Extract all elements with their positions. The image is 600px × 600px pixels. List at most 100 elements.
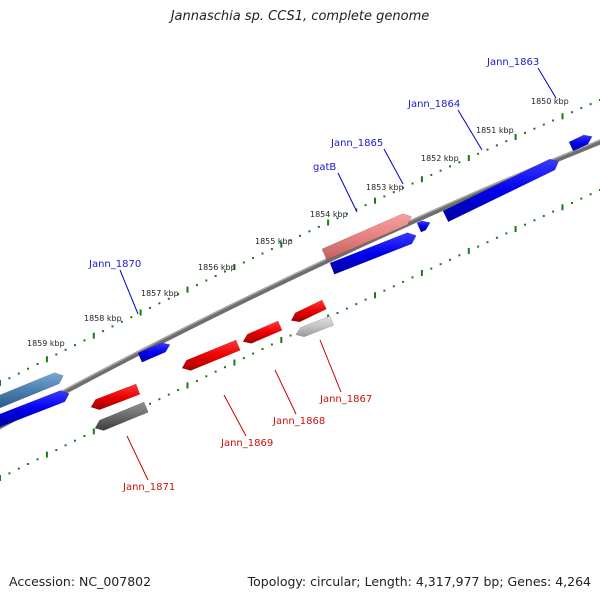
scale-tick-label: 1851 kbp <box>476 126 514 135</box>
outer-scale-tick <box>495 144 498 147</box>
scale-tick-label: 1856 kbp <box>198 263 236 272</box>
scale-tick-label: 1858 kbp <box>84 314 122 323</box>
outer-scale-tick <box>449 165 451 168</box>
inner-scale-tick <box>420 270 423 276</box>
outer-scale-tick <box>383 195 386 198</box>
outer-scale-tick <box>299 234 301 237</box>
inner-scale-tick <box>27 463 30 465</box>
gene-label-r6[interactable]: Jann_1871 <box>122 482 175 493</box>
inner-scale-tick <box>505 232 508 235</box>
inner-scale-tick <box>252 352 255 355</box>
outer-scale-tick <box>167 297 170 300</box>
inner-scale-tick <box>495 236 498 239</box>
inner-scale-tick <box>289 334 292 337</box>
outer-scale-tick <box>252 257 255 259</box>
outer-scale-tick <box>261 252 264 255</box>
reverse-gene-r6[interactable] <box>94 401 149 431</box>
inner-scale-tick <box>439 263 442 266</box>
forward-gene-g2[interactable] <box>442 158 559 223</box>
outer-scale-tick <box>177 293 180 296</box>
outer-scale-tick <box>561 113 564 120</box>
forward-gene-g4[interactable] <box>329 232 417 275</box>
outer-scale-tick <box>411 182 414 185</box>
inner-scale-tick <box>224 366 226 369</box>
inner-scale-tick <box>186 382 189 389</box>
outer-scale-tick <box>552 119 555 122</box>
outer-scale-tick <box>345 212 348 215</box>
inner-scale-tick <box>195 379 198 382</box>
inner-scale-tick <box>270 343 273 346</box>
outer-scale-tick <box>270 248 273 251</box>
label-leader-line <box>383 148 404 185</box>
outer-scale-tick <box>580 107 583 110</box>
inner-scale-tick <box>570 202 573 204</box>
label-leader-line <box>319 339 342 393</box>
inner-scale-tick <box>214 370 217 373</box>
outer-scale-tick <box>27 367 30 370</box>
inner-scale-tick <box>149 402 151 405</box>
scale-tick-label: 1859 kbp <box>27 339 65 348</box>
inner-scale-tick <box>345 307 348 310</box>
inner-scale-tick <box>392 285 395 288</box>
reverse-gene-r5[interactable] <box>90 383 141 411</box>
forward-gene-g8[interactable] <box>0 390 70 428</box>
outer-scale-tick <box>355 208 358 211</box>
gene-label-g3[interactable]: Jann_1865 <box>330 138 383 149</box>
outer-scale-tick <box>486 148 489 151</box>
outer-scale-tick <box>308 230 311 233</box>
inner-scale-tick <box>430 267 433 270</box>
reverse-gene-r3[interactable] <box>242 320 283 344</box>
outer-scale-tick <box>439 169 442 172</box>
outer-scale-tick <box>139 309 142 316</box>
inner-scale-tick <box>205 375 208 378</box>
outer-scale-tick <box>280 241 283 248</box>
forward-gene-g7[interactable] <box>0 372 64 409</box>
outer-scale-tick <box>374 197 376 204</box>
reverse-gene-r1[interactable] <box>295 315 334 338</box>
inner-scale-tick <box>17 467 20 470</box>
gene-label-r4[interactable]: Jann_1869 <box>220 438 273 449</box>
forward-gene-g1[interactable] <box>568 134 593 152</box>
scale-tick-label: 1853 kbp <box>366 183 404 192</box>
outer-scale-tick <box>477 152 480 155</box>
inner-scale-tick <box>83 435 86 437</box>
outer-scale-tick <box>0 380 1 386</box>
outer-scale-tick <box>17 372 20 375</box>
inner-scale-tick <box>411 276 414 279</box>
outer-scale-tick <box>120 320 123 323</box>
inner-scale-tick <box>336 312 339 314</box>
genome-summary-text: Topology: circular; Length: 4,317,977 bp… <box>247 574 591 589</box>
inner-scale-tick <box>533 219 536 222</box>
outer-scale-tick <box>83 339 86 342</box>
inner-scale-tick <box>524 223 526 226</box>
outer-scale-tick <box>542 123 545 126</box>
inner-scale-tick <box>552 210 555 213</box>
gene-label-g4[interactable]: gatB <box>313 162 336 173</box>
outer-scale-tick <box>55 353 58 356</box>
gene-label-r3[interactable]: Jann_1868 <box>272 416 325 427</box>
map-title: Jannaschia sp. CCS1, complete genome <box>170 9 430 24</box>
outer-scale-tick <box>186 286 189 293</box>
inner-scale-tick <box>514 226 517 232</box>
inner-scale-tick <box>402 280 405 283</box>
outer-scale-tick <box>158 302 161 305</box>
inner-scale-tick <box>45 451 48 458</box>
forward-gene-g5[interactable] <box>321 213 412 261</box>
forward-gene-g6[interactable] <box>137 342 171 363</box>
inner-scale-tick <box>8 472 11 475</box>
gene-label-g6[interactable]: Jann_1870 <box>88 259 141 270</box>
forward-gene-g3[interactable] <box>416 220 431 233</box>
outer-scale-tick <box>524 131 526 134</box>
gene-label-r1[interactable]: Jann_1867 <box>319 394 372 405</box>
reverse-gene-r2[interactable] <box>290 299 327 323</box>
gene-label-g1[interactable]: Jann_1863 <box>486 57 539 68</box>
reverse-gene-r4[interactable] <box>181 339 241 371</box>
gene-label-g2[interactable]: Jann_1864 <box>407 99 460 110</box>
inner-scale-tick <box>0 475 1 481</box>
scale-tick-label: 1855 kbp <box>255 237 293 246</box>
inner-scale-tick <box>355 303 358 306</box>
scale-tick-label: 1854 kbp <box>310 210 348 219</box>
outer-scale-tick <box>505 140 508 143</box>
outer-scale-tick <box>233 264 236 270</box>
